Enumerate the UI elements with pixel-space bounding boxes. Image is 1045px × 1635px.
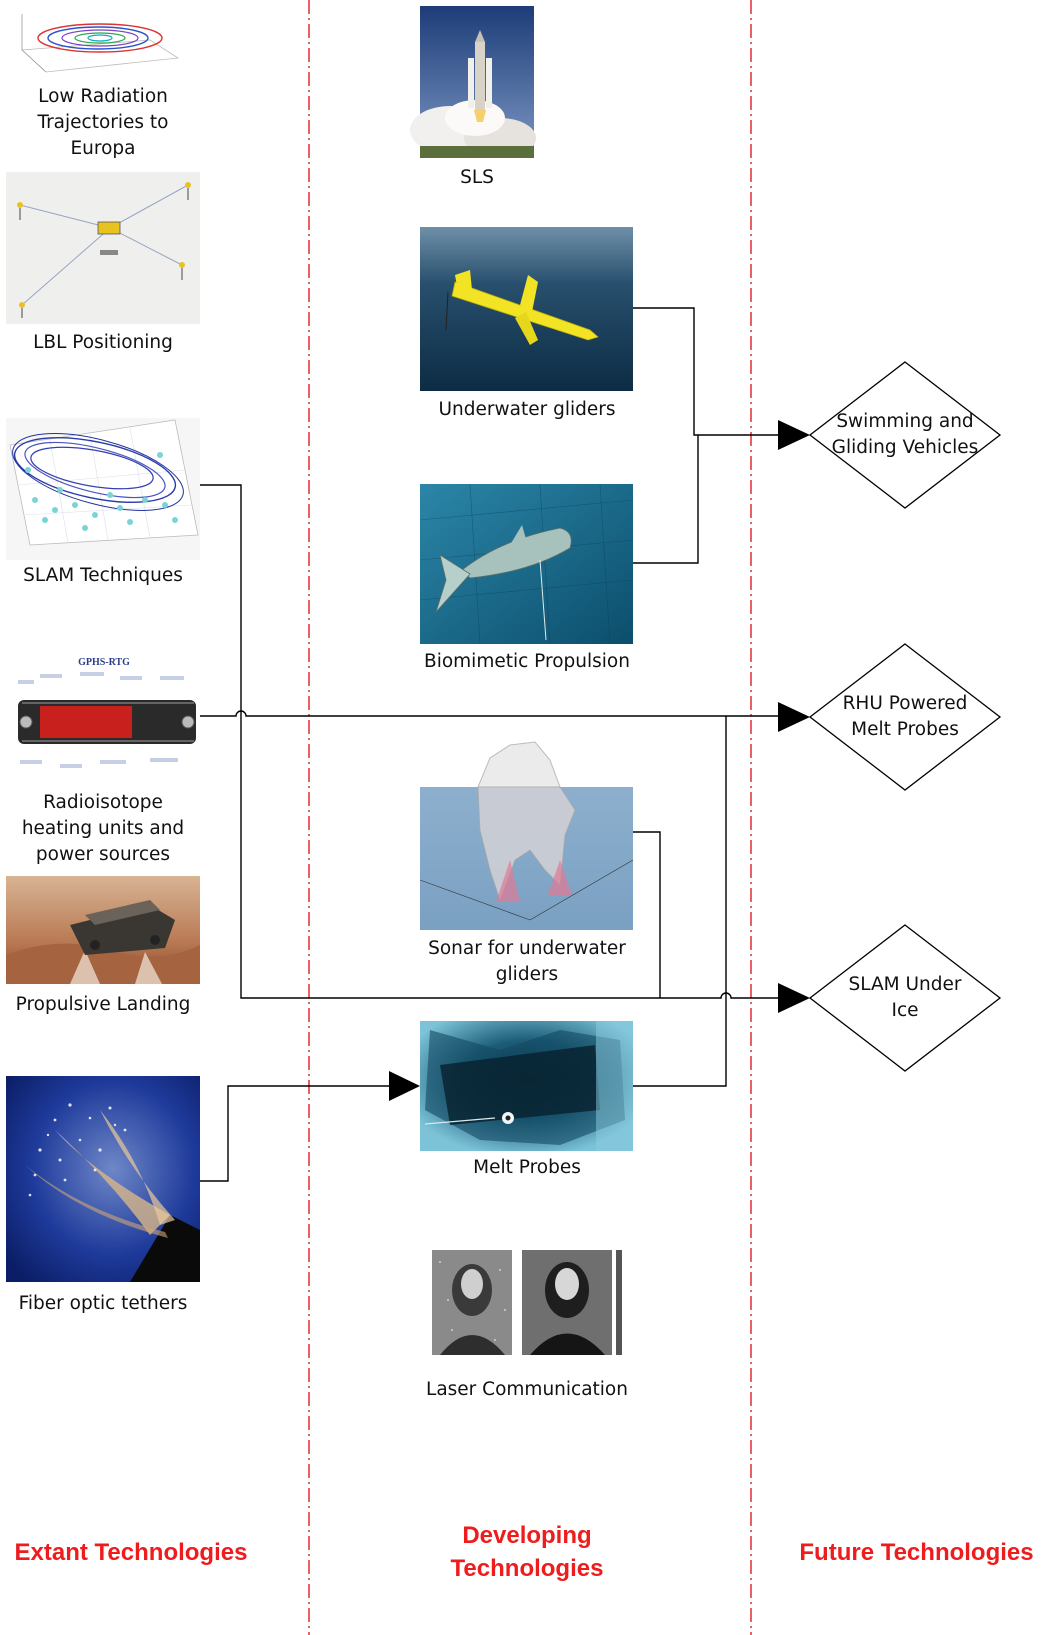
caption-slam-techniques: SLAM Techniques [23,565,183,586]
caption-propulsive-landing: Propulsive Landing [15,994,191,1015]
swimming-gliding-vehicles-node [808,361,1002,509]
connector-rtg-to-rhu [200,710,780,717]
caption-sonar: Sonar for underwater gliders [428,938,626,985]
arrowhead-swimming [778,420,810,450]
label-rhu-melt-probes: RHU Powered Melt Probes [842,693,968,740]
arrowhead-rhu [778,702,810,732]
arrowhead-melt [389,1071,420,1101]
caption-underwater-gliders: Underwater gliders [438,399,616,420]
trajectory-plot-image [10,4,190,80]
laser-communication-image [425,1242,631,1362]
slam-plot-image [6,418,200,560]
heading-developing-technologies: Developing Technologies [450,1522,604,1582]
caption-biomimetic: Biomimetic Propulsion [424,651,630,672]
connector-slam-to-slam-under-ice [200,484,780,999]
caption-trajectories: Low Radiation Trajectories to Europa [37,86,169,159]
caption-fiber-optic: Fiber optic tethers [18,1293,188,1314]
rhu-melt-probes-node [808,643,1002,791]
svg-text:GPHS-RTG: GPHS-RTG [78,657,130,668]
connector-sonar-to-slam-under-ice [633,831,661,998]
connector-fiber-to-melt [200,1085,390,1182]
heading-extant-technologies: Extant Technologies [14,1539,248,1566]
rtg-diagram-image: GPHS-RTG [6,654,200,779]
biomimetic-shark-image [419,483,634,645]
caption-radioisotope: Radioisotope heating units and power sou… [21,792,185,865]
propulsive-landing-image [6,876,200,984]
heading-future-technologies: Future Technologies [799,1539,1034,1566]
arrowhead-slam-under-ice [778,983,810,1013]
caption-sls: SLS [460,167,494,188]
sonar-iceberg-image [419,735,634,930]
connector-melt-to-rhu [633,716,727,1087]
caption-laser-communication: Laser Communication [426,1379,628,1400]
caption-melt-probes: Melt Probes [473,1157,581,1178]
caption-lbl-positioning: LBL Positioning [33,332,173,353]
lbl-positioning-image [6,172,200,324]
label-swimming-gliding: Swimming and Gliding Vehicles [831,411,979,458]
slam-under-ice-node [808,924,1002,1072]
connector-gliders-to-swimming [633,307,780,436]
connector-biomimetic-to-swimming [633,435,699,564]
underwater-glider-image [420,227,633,391]
melt-probe-image [420,1021,633,1151]
fiber-optic-image [6,1076,200,1282]
sls-rocket-image [410,6,536,158]
label-slam-under-ice: SLAM Under Ice [848,974,962,1021]
